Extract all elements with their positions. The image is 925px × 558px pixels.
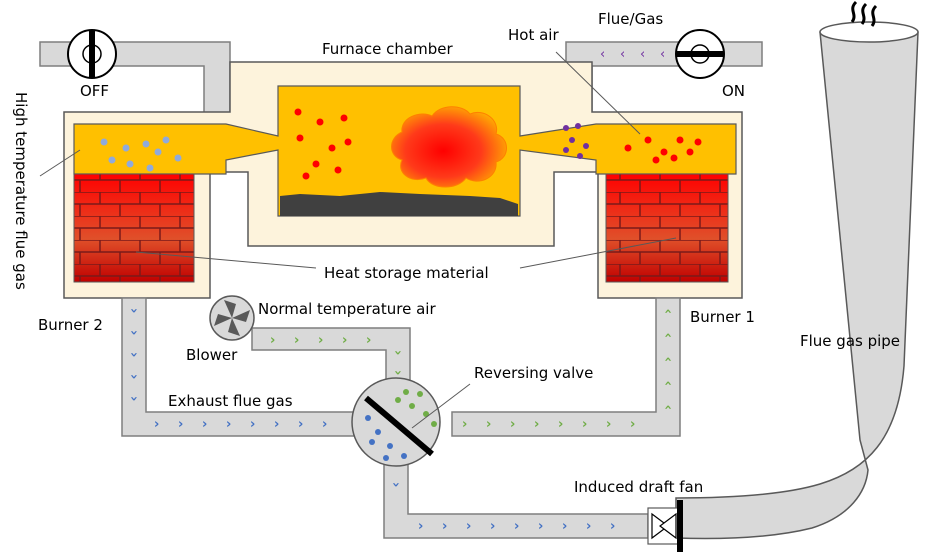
flue-gas-pipe xyxy=(675,21,919,540)
svg-text:›: › xyxy=(538,519,543,534)
svg-text:‹: ‹ xyxy=(620,47,625,62)
svg-text:›: › xyxy=(294,333,299,348)
off-label: OFF xyxy=(80,82,109,100)
slag xyxy=(280,192,518,216)
svg-text:›: › xyxy=(226,417,231,432)
svg-text:›: › xyxy=(490,519,495,534)
svg-text:›: › xyxy=(534,417,539,432)
blower-icon[interactable] xyxy=(209,295,255,341)
exhaust-flue-gas-label: Exhaust flue gas xyxy=(168,392,293,410)
svg-text:›: › xyxy=(250,417,255,432)
svg-text:›: › xyxy=(558,417,563,432)
svg-text:›: › xyxy=(586,519,591,534)
svg-text:›: › xyxy=(298,417,303,432)
on-label: ON xyxy=(722,82,745,100)
svg-text:›: › xyxy=(562,519,567,534)
svg-text:‹: ‹ xyxy=(600,47,605,62)
blower-label: Blower xyxy=(186,346,238,364)
burner-1-label: Burner 1 xyxy=(690,308,755,326)
svg-text:›: › xyxy=(366,333,371,348)
flame-icon xyxy=(391,106,507,188)
svg-text:›: › xyxy=(178,417,183,432)
svg-text:›: › xyxy=(126,308,141,313)
svg-text:‹: ‹ xyxy=(660,47,665,62)
svg-text:‹: ‹ xyxy=(640,47,645,62)
normal-temp-air-label: Normal temperature air xyxy=(258,300,436,318)
svg-text:›: › xyxy=(661,405,676,410)
air-pipe-right xyxy=(451,297,681,437)
exhaust-arrows: › › › › › › › › › › › › › › › › › › › › › › › › xyxy=(126,308,615,534)
svg-text:›: › xyxy=(661,333,676,338)
furnace-chamber-label: Furnace chamber xyxy=(322,40,453,58)
svg-text:›: › xyxy=(630,417,635,432)
svg-text:›: › xyxy=(270,333,275,348)
hot-air-label: Hot air xyxy=(508,26,559,44)
svg-text:›: › xyxy=(606,417,611,432)
reversing-valve-label: Reversing valve xyxy=(474,364,593,382)
svg-text:›: › xyxy=(510,417,515,432)
heat-storage-label: Heat storage material xyxy=(324,264,489,282)
svg-text:›: › xyxy=(318,333,323,348)
svg-text:›: › xyxy=(486,417,491,432)
cold-particles xyxy=(100,136,182,172)
svg-text:›: › xyxy=(202,417,207,432)
svg-text:›: › xyxy=(442,519,447,534)
svg-text:›: › xyxy=(342,333,347,348)
reversing-valve[interactable] xyxy=(351,377,441,467)
gas-valve-off[interactable] xyxy=(67,29,117,79)
svg-text:›: › xyxy=(610,519,615,534)
svg-text:›: › xyxy=(514,519,519,534)
gas-pipe-right: ‹‹‹ ‹‹‹ › › › xyxy=(565,41,763,119)
svg-text:›: › xyxy=(126,396,141,401)
svg-text:›: › xyxy=(462,417,467,432)
gas-valve-on[interactable] xyxy=(675,29,725,79)
air-arrows: › › › › › › › › › › › › › › › › › › › › xyxy=(270,309,676,432)
hot-particles xyxy=(294,108,702,180)
svg-text:›: › xyxy=(126,330,141,335)
flue-gas-pipe-label: Flue gas pipe xyxy=(800,332,900,350)
gas-particles xyxy=(563,123,589,159)
svg-text:›: › xyxy=(661,357,676,362)
induced-draft-fan-label: Induced draft fan xyxy=(574,478,703,496)
svg-text:›: › xyxy=(418,519,423,534)
svg-text:›: › xyxy=(126,352,141,357)
heat-storage-left xyxy=(73,173,195,283)
svg-text:›: › xyxy=(388,482,403,487)
svg-text:›: › xyxy=(274,417,279,432)
svg-text:›: › xyxy=(126,374,141,379)
smoke-icon xyxy=(850,0,878,27)
flue-gas-top-label: Flue/Gas xyxy=(598,10,663,28)
svg-text:›: › xyxy=(390,370,405,375)
svg-text:›: › xyxy=(661,309,676,314)
burner-2-label: Burner 2 xyxy=(38,316,103,334)
svg-text:›: › xyxy=(466,519,471,534)
leader-lines xyxy=(39,51,677,429)
heat-storage-right xyxy=(605,173,729,283)
svg-text:›: › xyxy=(390,350,405,355)
svg-text:›: › xyxy=(322,417,327,432)
svg-text:›: › xyxy=(661,381,676,386)
svg-text:›: › xyxy=(582,417,587,432)
svg-text:›: › xyxy=(154,417,159,432)
induced-draft-fan-icon[interactable] xyxy=(647,500,683,552)
high-temp-flue-gas-label: High temperature flue gas xyxy=(12,92,30,290)
hot-gas-channel xyxy=(73,85,737,217)
